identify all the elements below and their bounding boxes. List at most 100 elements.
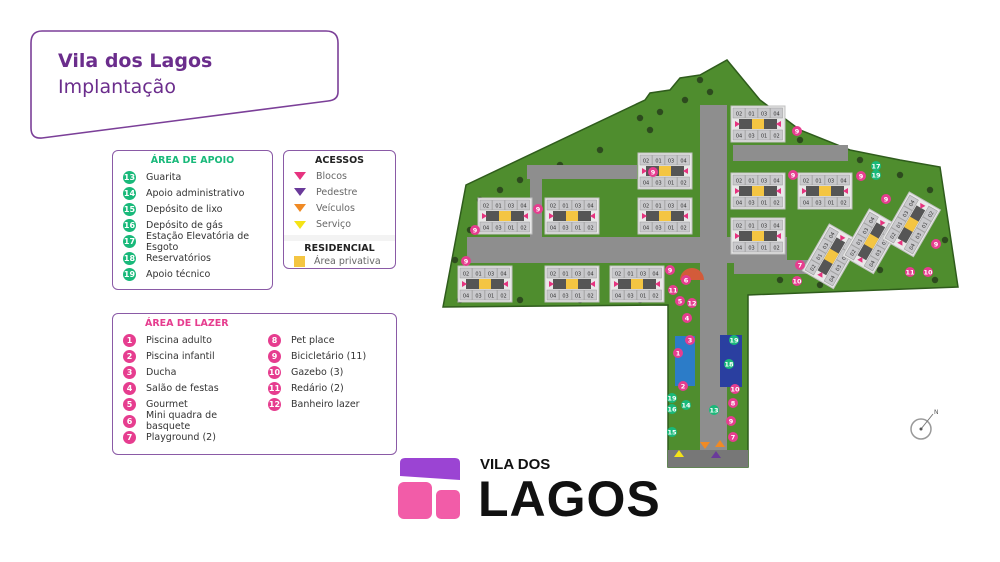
- marker-number: 9: [884, 195, 889, 203]
- legend-item-label: Mini quadra de basquete: [146, 410, 218, 433]
- unit-label: 03: [761, 112, 767, 118]
- unit-label: 02: [773, 134, 779, 140]
- apoio-number-badge: 13: [123, 170, 136, 184]
- unit-label: 01: [816, 253, 824, 262]
- marker-number: 1: [676, 349, 681, 357]
- marker-number: 4: [685, 314, 690, 322]
- access-triangle-icon: [294, 188, 306, 197]
- private-area: [752, 231, 764, 241]
- block-access-icon: [590, 281, 595, 287]
- map-marker: 9: [792, 126, 802, 136]
- marker-number: 8: [731, 399, 736, 407]
- map-marker: 14: [681, 400, 691, 410]
- access-triangle-icon: [294, 172, 306, 181]
- unit-label: 03: [655, 181, 661, 187]
- unit-label: 03: [562, 226, 568, 232]
- unit-label: 02: [840, 201, 846, 207]
- tree: [856, 156, 864, 164]
- legend-item-label: Depósito de gás: [146, 220, 223, 232]
- unit-label: 01: [495, 204, 501, 210]
- map-marker: 11: [668, 285, 678, 295]
- map-marker: 9: [788, 170, 798, 180]
- lazer-number-badge: 9: [268, 349, 281, 363]
- unit-label: 03: [640, 272, 646, 278]
- map-marker: 10: [730, 384, 740, 394]
- unit-label: 04: [463, 294, 469, 300]
- tree: [636, 114, 644, 122]
- unit-label: 01: [896, 221, 904, 230]
- map-marker: 15: [667, 427, 677, 437]
- unit-label: 03: [668, 159, 674, 165]
- compass-north-label: N: [934, 409, 939, 416]
- tree: [876, 266, 884, 274]
- private-area: [752, 186, 764, 196]
- marker-number: 9: [473, 226, 478, 234]
- unit-label: 01: [640, 294, 646, 300]
- block-access-icon: [920, 202, 926, 209]
- tree: [646, 126, 654, 134]
- private-area: [631, 279, 643, 289]
- marker-number: 9: [464, 257, 469, 265]
- title-box: Vila dos Lagos Implantação: [30, 30, 340, 140]
- marker-number: 10: [792, 277, 802, 285]
- access-gates: [674, 440, 725, 458]
- unit-label: 04: [643, 226, 649, 232]
- unit-label: 04: [868, 260, 876, 269]
- page-title: Vila dos Lagos: [58, 50, 213, 72]
- unit-label: 01: [627, 272, 633, 278]
- unit-label: 02: [483, 204, 489, 210]
- unit-label: 04: [773, 179, 779, 185]
- block-access-icon: [549, 281, 554, 287]
- unit-label: 04: [908, 199, 916, 208]
- unit-label: 01: [881, 238, 889, 247]
- map-marker: 9: [665, 265, 675, 275]
- unit-label: 02: [736, 179, 742, 185]
- legend-item-label: Gazebo (3): [291, 366, 344, 378]
- unit-label: 01: [668, 181, 674, 187]
- private-area-swatch: [294, 256, 305, 268]
- unit-label: 02: [736, 112, 742, 118]
- legend-item-label: Piscina adulto: [146, 334, 212, 346]
- block-access-icon: [482, 213, 487, 219]
- pedestrian-access-icon: [711, 451, 721, 458]
- unit-label: 03: [835, 264, 843, 273]
- tree: [796, 136, 804, 144]
- unit-label: 02: [773, 201, 779, 207]
- unit-label: 03: [495, 226, 501, 232]
- unit-label: 04: [773, 224, 779, 230]
- unit-label: 03: [562, 294, 568, 300]
- legend-item-label: Estação Elevatória de Esgoto: [146, 230, 250, 253]
- legend-access-item: Pedestre: [284, 184, 395, 200]
- tree: [496, 186, 504, 194]
- marker-number: 9: [536, 205, 541, 213]
- legend-item-label: Apoio técnico: [146, 268, 211, 280]
- unit-label: 01: [575, 294, 581, 300]
- legend-item-label: Playground (2): [146, 431, 216, 443]
- marker-number: 14: [681, 401, 691, 409]
- tree: [816, 281, 824, 289]
- marker-number: 19: [667, 394, 677, 402]
- tree: [516, 296, 524, 304]
- unit-label: 03: [761, 179, 767, 185]
- unit-label: 04: [643, 181, 649, 187]
- marker-number: 11: [905, 268, 915, 276]
- block-access-icon: [776, 121, 781, 127]
- unit-label: 03: [828, 179, 834, 185]
- private-area: [824, 248, 839, 265]
- access-label: Veículos: [316, 202, 355, 214]
- unit-label: 03: [668, 204, 674, 210]
- unit-label: 04: [615, 294, 621, 300]
- marker-number: 19: [729, 336, 739, 344]
- marker-number: 9: [859, 172, 864, 180]
- unit-label: 04: [803, 201, 809, 207]
